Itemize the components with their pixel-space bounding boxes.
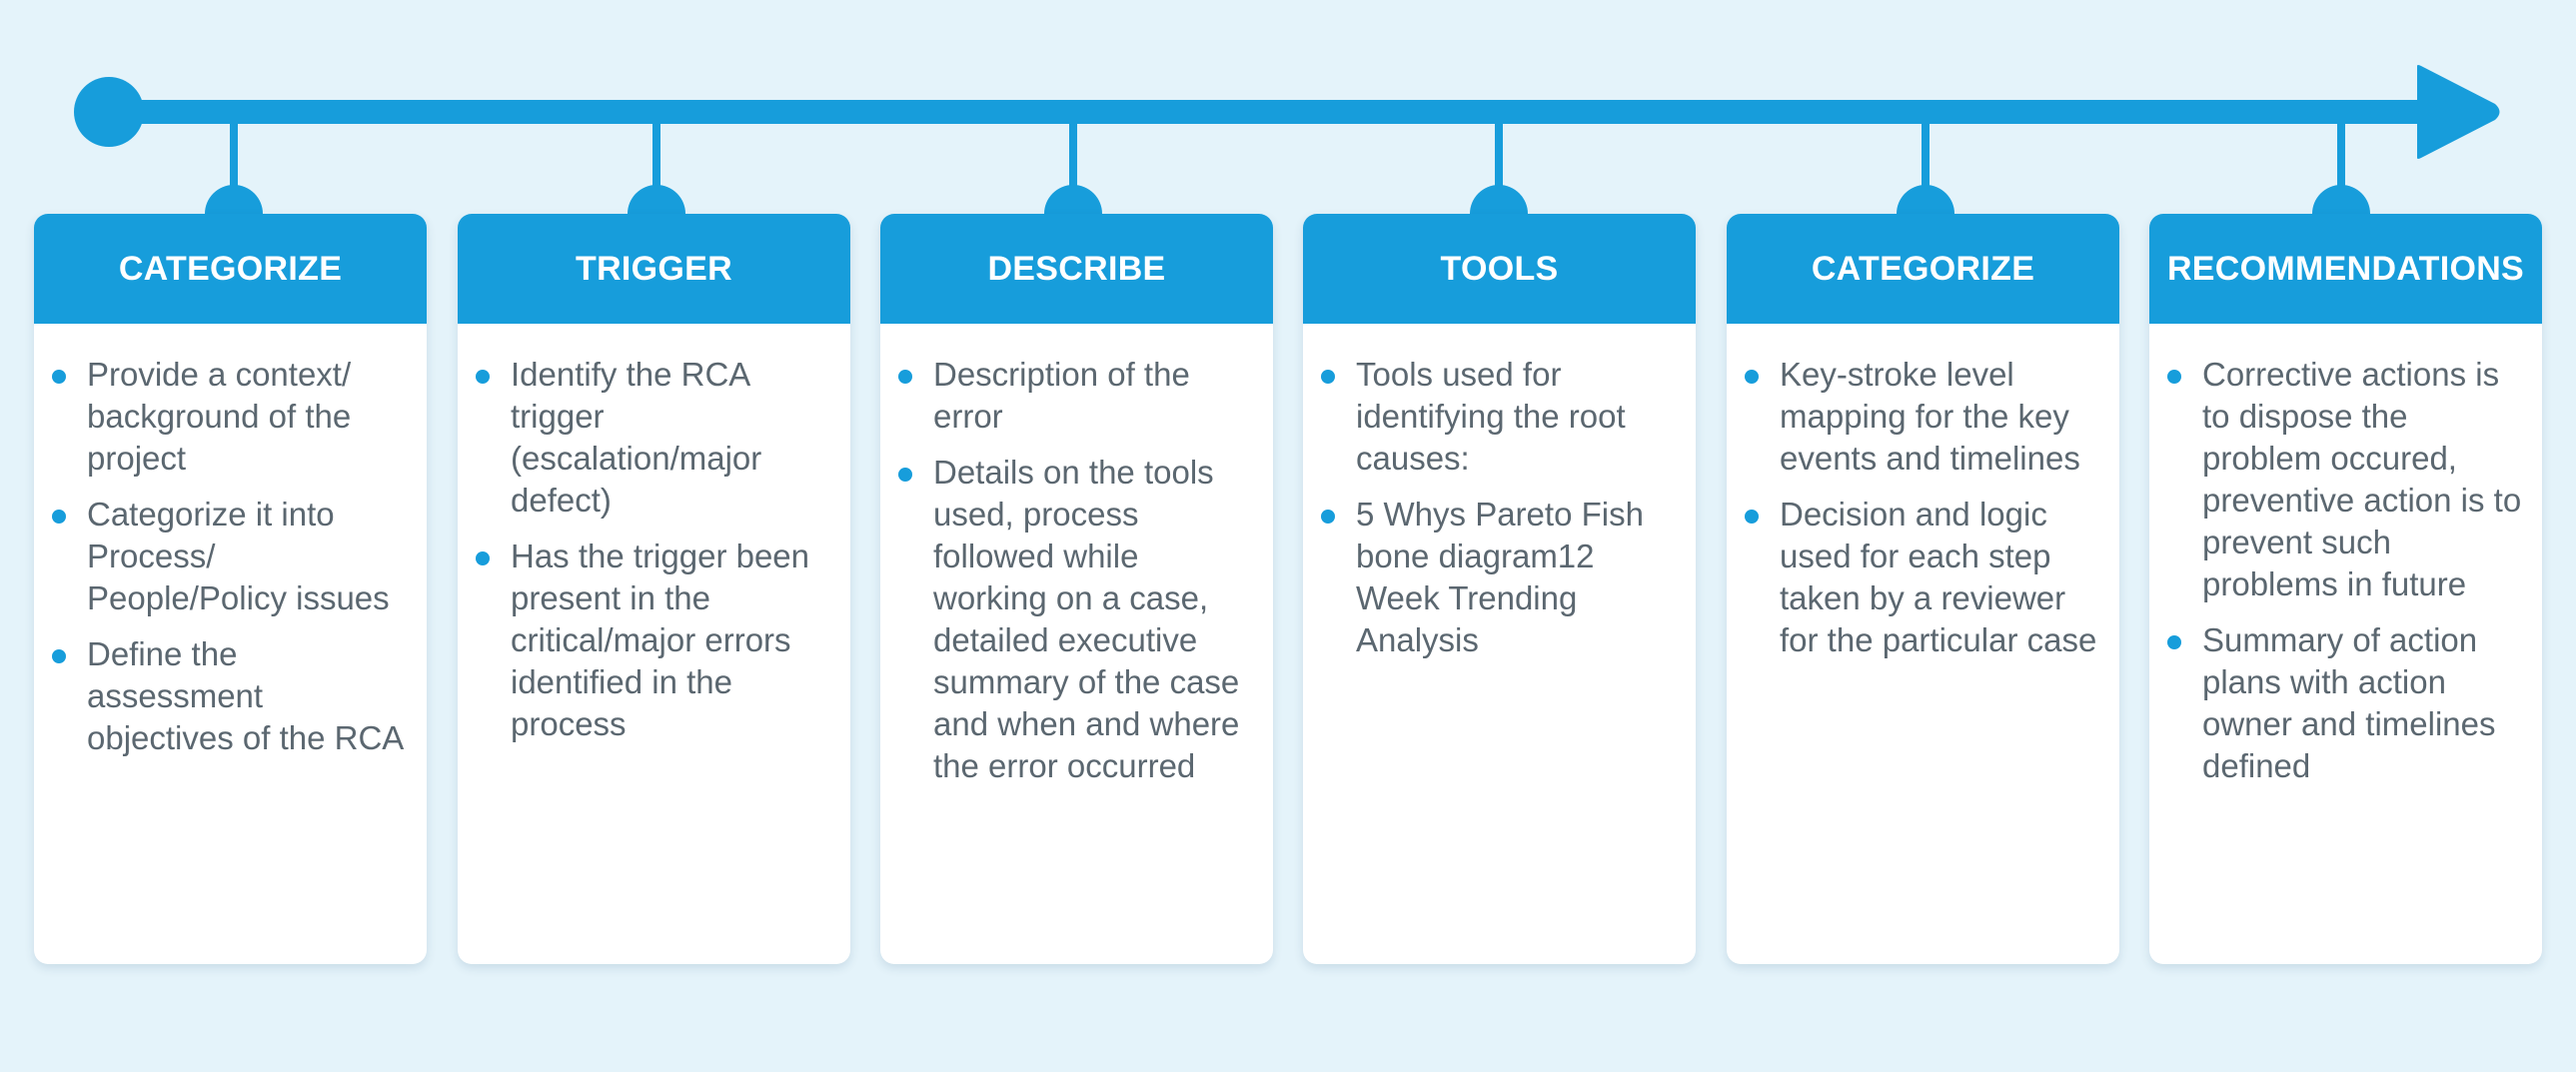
timeline-line bbox=[109, 100, 2427, 124]
bullet-item: Details on the tools used, process follo… bbox=[898, 452, 1255, 787]
bullet-item: Provide a context/ background of the pro… bbox=[52, 354, 409, 480]
stage-title: CATEGORIZE bbox=[34, 214, 427, 324]
stage-card-tools: TOOLS Tools used for identifying the roo… bbox=[1303, 214, 1696, 964]
stage-title: DESCRIBE bbox=[880, 214, 1273, 324]
bullet-item: Key-stroke level mapping for the key eve… bbox=[1745, 354, 2101, 480]
bullet-item: Corrective actions is to dispose the pro… bbox=[2167, 354, 2524, 605]
stage-card-categorize-2: CATEGORIZE Key-stroke level mapping for … bbox=[1727, 214, 2119, 964]
stage-bullets: Tools used for identifying the root caus… bbox=[1303, 324, 1696, 661]
bullet-item: 5 Whys Pareto Fish bone diagram12 Week T… bbox=[1321, 494, 1678, 661]
stage-bullets: Provide a context/ background of the pro… bbox=[34, 324, 427, 759]
stage-card-categorize: CATEGORIZE Provide a context/ background… bbox=[34, 214, 427, 964]
bullet-item: Identify the RCA trigger (escalation/maj… bbox=[476, 354, 832, 522]
stage-card-describe: DESCRIBE Description of the error Detail… bbox=[880, 214, 1273, 964]
stage-title: TOOLS bbox=[1303, 214, 1696, 324]
stage-title: CATEGORIZE bbox=[1727, 214, 2119, 324]
bullet-item: Categorize it into Process/ People/Polic… bbox=[52, 494, 409, 619]
bullet-item: Description of the error bbox=[898, 354, 1255, 438]
bullet-item: Summary of action plans with action owne… bbox=[2167, 619, 2524, 787]
bullet-item: Decision and logic used for each step ta… bbox=[1745, 494, 2101, 661]
stage-card-recommendations: RECOMMENDATIONS Corrective actions is to… bbox=[2149, 214, 2542, 964]
stage-bullets: Key-stroke level mapping for the key eve… bbox=[1727, 324, 2119, 661]
stage-title: RECOMMENDATIONS bbox=[2149, 214, 2542, 324]
stage-card-trigger: TRIGGER Identify the RCA trigger (escala… bbox=[458, 214, 850, 964]
timeline-arrowhead bbox=[2417, 65, 2500, 159]
stage-bullets: Identify the RCA trigger (escalation/maj… bbox=[458, 324, 850, 745]
stage-bullets: Description of the error Details on the … bbox=[880, 324, 1273, 787]
bullet-item: Define the assessment objectives of the … bbox=[52, 633, 409, 759]
stage-bullets: Corrective actions is to dispose the pro… bbox=[2149, 324, 2542, 787]
bullet-item: Tools used for identifying the root caus… bbox=[1321, 354, 1678, 480]
stage-title: TRIGGER bbox=[458, 214, 850, 324]
bullet-item: Has the trigger been present in the crit… bbox=[476, 536, 832, 745]
